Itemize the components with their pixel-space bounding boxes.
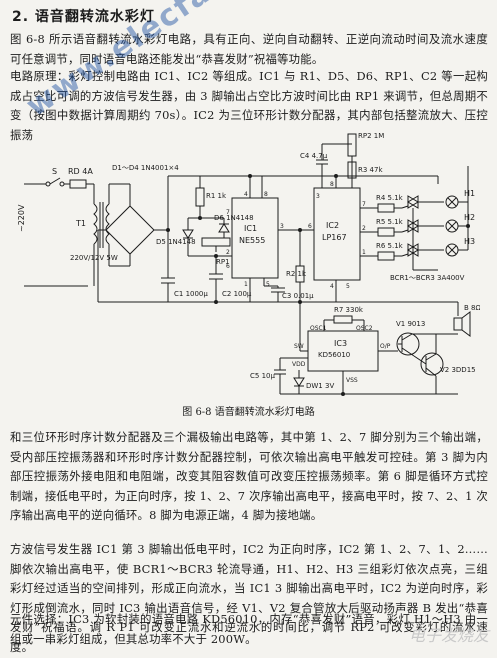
label-rp2: RP2 1M (358, 132, 384, 140)
figure-caption: 图 6-8 语音翻转流水彩灯电路 (182, 407, 315, 418)
pin-label: 8 (330, 181, 334, 188)
label-c3: C3 0.01μ (282, 292, 314, 300)
label-c2: C2 100μ (222, 290, 252, 298)
label-fuse: RD 4A (68, 167, 93, 176)
label-ic1: IC1 (244, 224, 257, 233)
label-c4: C4 4.7μ (300, 152, 328, 160)
site-logo: 电子发烧友 (408, 626, 489, 645)
pin-label: 1 (244, 281, 248, 288)
pin-label: 4 (330, 283, 334, 290)
label-transformer-spec: 220V/12V 5W (70, 254, 118, 262)
label-lamp2: H2 (464, 213, 475, 222)
label-v1: V1 9013 (396, 320, 425, 328)
pin-label: 5 (346, 283, 350, 290)
label-lamp1: H1 (464, 189, 475, 198)
label-r3: R3 47k (358, 166, 383, 174)
label-c5: C5 10μ (250, 372, 275, 380)
label-ic3: IC3 (334, 339, 347, 348)
pin-label: 2 (226, 249, 230, 256)
pin-label: 7 (362, 201, 366, 208)
operation-paragraph: 方波信号发生器 IC1 第 3 脚输出低电平时，IC2 为正向时序，IC2 第 … (10, 542, 488, 654)
label-v2: V2 3DD15 (440, 366, 476, 374)
label-r2: R2 1k (286, 270, 307, 278)
label-dw1: DW1 3V (306, 382, 334, 390)
label-op: O/P (380, 343, 391, 350)
pin-label: 4 (244, 191, 248, 198)
pin-numbers: 4 8 7 2 6 3 1 5 8 7 2 1 6 3 4 5 (226, 181, 366, 290)
label-lamp3: H3 (464, 237, 475, 246)
pin-label: 8 (264, 191, 268, 198)
label-c1: C1 1000μ (174, 290, 208, 298)
label-voltage: ~220V (18, 204, 26, 232)
label-ic3-part: KD56010 (318, 351, 350, 359)
circuit-diagram: ~220V S RD 4A T1 220V/12V 5W D1～D4 1N400… (18, 132, 480, 396)
label-rp1: RP1 (216, 258, 230, 266)
pin-label: 6 (226, 263, 230, 270)
pin-label: 1 (362, 249, 366, 256)
label-switch: S (52, 167, 57, 176)
label-r6: R6 5.1k (376, 242, 404, 250)
label-transformer: T1 (75, 219, 86, 228)
pin-label: 3 (316, 193, 320, 200)
label-d5: D5 1N4148 (156, 238, 196, 246)
label-bridge: D1～D4 1N4001×4 (112, 164, 179, 172)
intro-paragraph: 图 6-8 所示语音翻转流水彩灯电路，具有正向、逆向自动翻转、正逆向流动时间及流… (10, 32, 488, 66)
label-ic2: IC2 (326, 221, 339, 230)
label-ic1-part: NE555 (239, 236, 265, 245)
label-r4: R4 5.1k (376, 194, 404, 202)
label-r7: R7 330k (334, 306, 364, 314)
label-osc1: OSC1 (310, 325, 327, 332)
pin-label: 6 (308, 223, 312, 230)
section-heading: 2. 语音翻转流水彩灯 (12, 9, 155, 25)
label-d6: D6 1N4148 (214, 214, 254, 222)
label-vdd: VDD (292, 361, 306, 368)
label-speaker: B 8Ω (464, 304, 480, 312)
pin-label: 3 (280, 223, 284, 230)
pin-label: 7 (226, 209, 230, 216)
label-osc2: OSC2 (356, 325, 373, 332)
components-paragraph: 元件选择：IC3 为软封装的语音电路 KD56010，内存“恭喜发财”语音，彩灯… (10, 612, 488, 646)
label-bcr: BCR1～BCR3 3A400V (390, 274, 465, 282)
principle-paragraph: 电路原理：彩灯控制电路由 IC1、IC2 等组成。IC1 与 R1、D5、D6、… (10, 69, 488, 142)
label-ic2-part: LP167 (322, 233, 347, 242)
label-sw: SW (294, 343, 304, 350)
label-r5: R5 5.1k (376, 218, 404, 226)
pin-label: 5 (266, 281, 270, 288)
label-vss: VSS (346, 377, 358, 384)
label-r1: R1 1k (206, 192, 227, 200)
continuation-paragraph: 和三位环形时序计数分配器及三个漏极输出电路等，其中第 1、2、7 脚分别为三个输… (10, 430, 488, 523)
pin-label: 2 (362, 225, 366, 232)
